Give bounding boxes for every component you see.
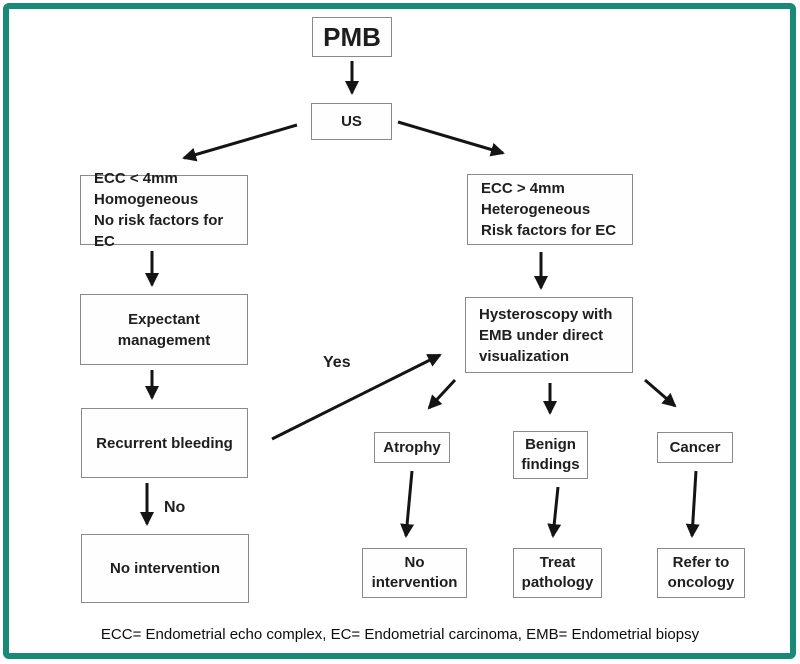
edge-label-yes: Yes: [323, 354, 351, 371]
node-ecc-less-4mm: ECC < 4mm Homogeneous No risk factors fo…: [80, 170, 248, 250]
node-benign-findings: Benign findings: [513, 431, 588, 479]
arrow-us-ecc-less: [182, 123, 298, 162]
edge-label-no: No: [164, 499, 186, 516]
node-us: US: [311, 103, 392, 140]
arrow-cancer-refer: [685, 470, 700, 538]
node-pmb: PMB: [312, 17, 392, 57]
legend-caption: ECC= Endometrial echo complex, EC= Endom…: [100, 626, 700, 643]
arrow-benign-treat: [547, 486, 562, 538]
node-atrophy: Atrophy: [374, 432, 450, 463]
arrow-hysteroscopy-atrophy: [427, 378, 457, 410]
arrow-atrophy-nointervention: [400, 470, 415, 538]
node-recurrent-bleeding: Recurrent bleeding: [81, 408, 248, 478]
node-ecc-greater-4mm: ECC > 4mm Heterogeneous Risk factors for…: [467, 174, 633, 245]
node-expectant-management: Expectant management: [80, 294, 248, 365]
node-refer-to-oncology: Refer to oncology: [657, 548, 745, 598]
arrow-hysteroscopy-cancer: [644, 378, 677, 408]
node-cancer: Cancer: [657, 432, 733, 463]
node-no-intervention-right: No intervention: [362, 548, 467, 598]
node-treat-pathology: Treat pathology: [513, 548, 602, 598]
arrow-recurrent-hysteroscopy-yes: [271, 353, 442, 441]
node-no-intervention-left: No intervention: [81, 534, 249, 603]
node-hysteroscopy: Hysteroscopy with EMB under direct visua…: [465, 297, 633, 373]
arrow-us-ecc-greater: [397, 120, 505, 157]
